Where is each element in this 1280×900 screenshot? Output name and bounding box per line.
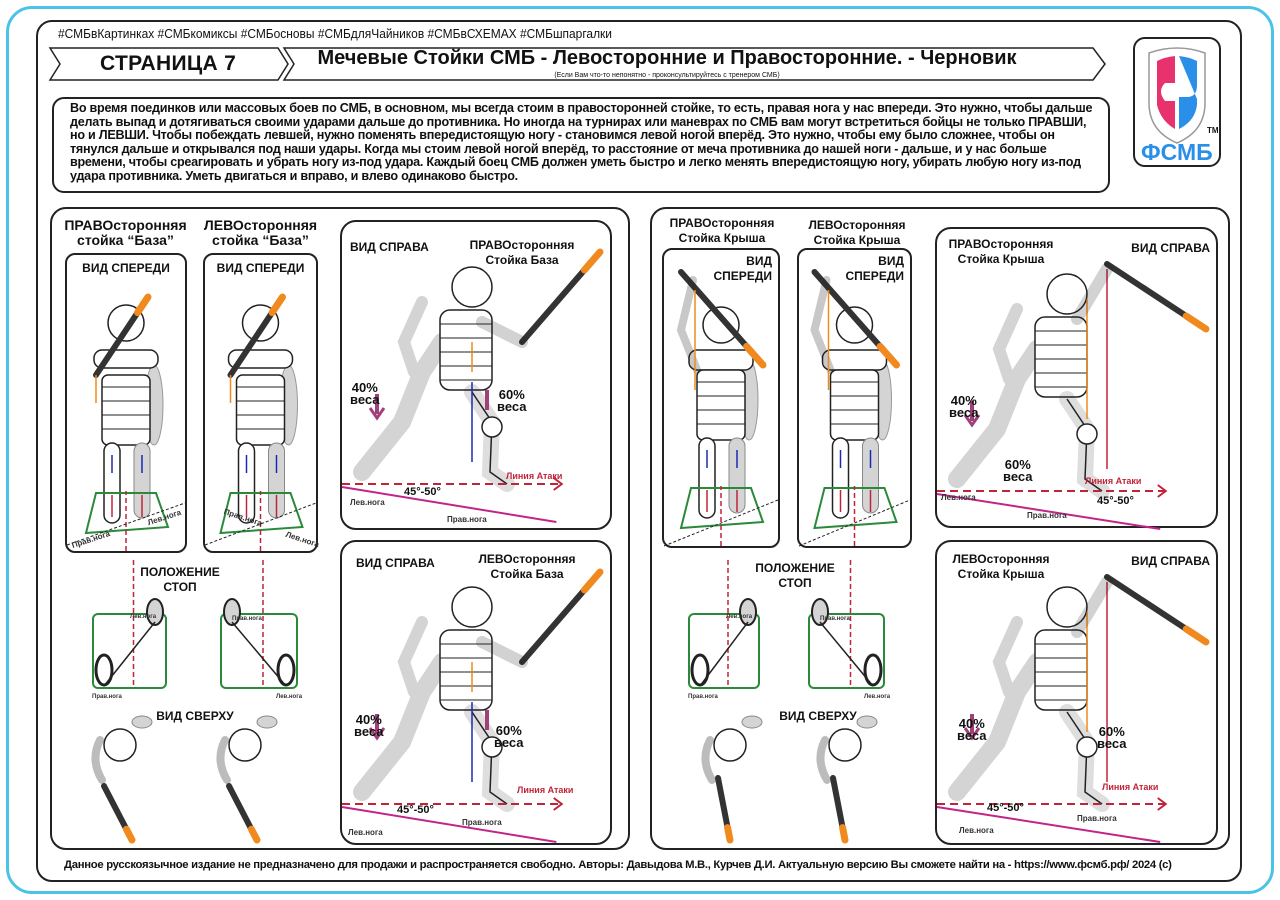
left-base-front-view: ВИД СПЕРЕДИ Прав.нога Лев.нога [203,253,320,553]
right-base-front-view: ВИД СПЕРЕДИ Прав.нога Лев.нога [65,253,187,553]
angle-label: 45°-50° [404,486,441,498]
intro-text: Во время поединков или массовых боев по … [52,97,1110,193]
left-leg-label: Лев.нога [959,826,994,835]
page-number: СТРАНИЦА 7 [100,52,237,75]
weight-60: 60%веса [1003,457,1033,484]
angle-label: 45°-50° [1097,495,1134,507]
trademark: TM [1207,126,1219,135]
side-view-label: ВИД СПРАВА [1131,554,1210,568]
side-view-label: ВИД СПРАВА [1131,241,1210,255]
feet-illustration [92,560,167,689]
feet-diagram-right: Лев.нога Прав.нога [92,560,167,700]
angle-label: 45°-50° [987,802,1024,814]
feet-illustration [808,560,885,689]
top-view-illustration [216,715,278,844]
page-inner-border [36,20,1242,882]
right-leg-label: Прав.нога [1027,511,1067,520]
fighter-front-illustration [66,293,186,551]
weight-60: 60%веса [494,723,524,750]
attack-line-label: Линия Атаки [1085,476,1142,486]
fighter-side-illustration [341,248,604,523]
right-leg-label: Прав.нога [688,694,718,700]
feet-diagram-left: Прав.нога Лев.нога [220,560,302,700]
shield-icon [1148,47,1206,144]
logo-text: ФСМБ [1141,139,1213,165]
fighter-front-illustration [798,269,911,547]
feet-diagram-right: Лев.нога Прав.нога [688,560,760,700]
attack-line-label: Линия Атаки [517,785,574,795]
front-view-label: ВИД СПЕРЕДИ [216,261,305,275]
weight-40: 40%веса [350,380,380,407]
weight-60: 60%веса [1097,724,1127,751]
hashtags: #СМБвКартинках #СМБкомиксы #СМБосновы #С… [58,26,612,41]
top-view-illustration [91,715,153,844]
fighter-side-illustration [936,574,1210,843]
feet-illustration [688,560,760,689]
right-leg-label: Прав.нога [92,694,122,700]
attack-line-label: Линия Атаки [506,471,563,481]
fighter-side-illustration [341,568,604,843]
header-band [48,46,1108,82]
weight-40: 40%веса [354,712,384,739]
top-view-label: ВИД СВЕРХУ [779,709,857,723]
left-leg-label: Лев.нога [130,614,157,620]
roof-stance-panel [650,207,1230,850]
weight-40: 40%веса [949,393,979,420]
feet-diagram-left: Прав.нога Лев.нога [808,560,890,700]
footer-credits: Данное русскоязычное издание не предназн… [64,859,1172,871]
fsmb-logo: ФСМБ TM [1133,37,1221,167]
left-leg-label: Лев.нога [864,694,891,700]
page-subtitle: (Если Вам что-то непонятно - проконсульт… [554,72,780,79]
left-leg-label: Лев.нога [350,498,385,507]
fighter-front-illustration [204,293,317,551]
front-view-label: ВИД СПЕРЕДИ [82,261,170,275]
fighter-side-illustration [936,261,1210,530]
side-view-label: ВИД СПРАВА [356,556,435,570]
page-title: Мечевые Стойки СМБ - Левосторонние и Пра… [317,47,1017,69]
top-view-label: ВИД СВЕРХУ [156,709,234,723]
angle-label: 45°-50° [397,804,434,816]
side-view-label: ВИД СПРАВА [350,240,429,254]
left-leg-label: Лев.нога [348,828,383,837]
base-stance-panel [50,207,630,850]
right-leg-label: Прав.нога [1077,814,1117,823]
left-leg-label: Лев.нога [276,694,303,700]
feet-illustration [220,560,298,689]
left-leg-label: Лев.нога [726,614,753,620]
right-leg-label: Прав.нога [232,616,262,622]
page-outer-border [6,6,1274,894]
weight-60: 60%веса [497,387,527,414]
right-leg-label: Прав.нога [447,515,487,524]
header-arrows [48,47,1106,81]
weight-40: 40%веса [957,716,987,743]
fighter-front-illustration [663,269,779,547]
attack-line-label: Линия Атаки [1102,782,1159,792]
top-view-illustration [816,715,878,844]
right-leg-label: Прав.нога [820,616,850,622]
left-leg-label: Лев.нога [941,493,976,502]
right-leg-label: Прав.нога [462,818,502,827]
top-view-illustration [701,715,763,844]
